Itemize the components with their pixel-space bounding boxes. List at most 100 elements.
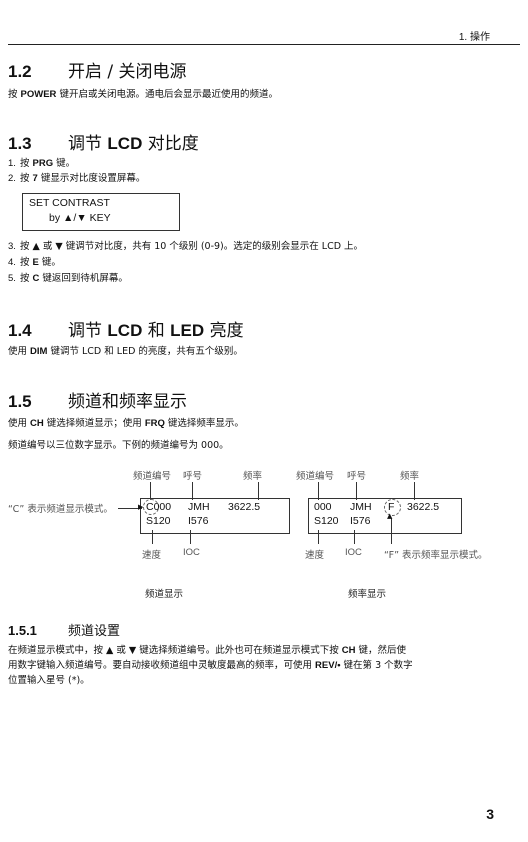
- frequency-mode-note: “F” 表示频率显示模式。: [384, 550, 488, 561]
- section-title-bold: LCD: [107, 134, 143, 153]
- page-number: 3: [486, 806, 494, 822]
- section-1-5-1-heading: 1.5.1 频道设置: [8, 620, 120, 639]
- section-title: 亮度: [204, 321, 244, 341]
- text: 键。: [53, 158, 76, 169]
- section-1-5-line-1: 使用 CH 键选择频道显示；使用 FRQ 键选择频率显示。: [8, 417, 244, 431]
- label-frequency: 频率: [400, 471, 420, 482]
- leader-line: [192, 482, 193, 500]
- header-rule: [8, 44, 520, 45]
- lcd-speed: S120: [314, 515, 339, 527]
- label-channel-number: 频道编号: [133, 471, 172, 482]
- section-1-4-text: 使用 DIM 键调节 LCD 和 LED 的亮度，共有五个级别。: [8, 345, 243, 359]
- leader-line: [152, 530, 153, 544]
- leader-line: [118, 508, 142, 509]
- text: 按: [20, 158, 33, 169]
- mode-indicator-circle: [143, 499, 159, 515]
- section-title: 对比度: [142, 134, 199, 154]
- step-3: 3. 按 ▲ 或 ▼ 键调节对比度，共有 10 个级别 (0-9)。选定的级别会显…: [8, 240, 363, 254]
- section-1-5-heading: 1.5 频道和频率显示: [8, 387, 187, 412]
- text: 按: [20, 273, 33, 284]
- section-number: 1.5: [8, 392, 32, 411]
- section-title: 调节: [68, 321, 108, 341]
- text: 按 ▲ 或 ▼ 键调节对比度，共有 10 个级别 (0-9)。选定的级别会显示在…: [20, 241, 364, 252]
- leader-line: [150, 482, 151, 500]
- step-number: 1.: [8, 158, 16, 169]
- section-title-bold: LED: [170, 321, 205, 340]
- key-name: POWER: [20, 89, 57, 100]
- section-1-3-heading: 1.3 调节 LCD 对比度: [8, 129, 199, 154]
- channel-mode-note: “C” 表示频道显示模式。: [8, 504, 113, 515]
- lcd-channel: 000: [314, 501, 332, 513]
- step-number: 3.: [8, 241, 16, 252]
- caption-frequency-display: 频率显示: [348, 589, 387, 600]
- leader-line: [258, 482, 259, 500]
- step-number: 5.: [8, 273, 16, 284]
- section-1-2-heading: 1.2 开启 / 关闭电源: [8, 57, 187, 82]
- text: 用数字键输入频道编号。要自动接收频道组中灵敏度最高的频率，可使用: [8, 660, 316, 671]
- leader-line: [318, 482, 319, 500]
- section-1-5-1-line-1: 在频道显示模式中，按 ▲ 或 ▼ 键选择频道编号。此外也可在频道显示模式下按 C…: [8, 644, 406, 658]
- section-title-bold: LCD: [107, 321, 143, 340]
- step-4: 4.按 E 键。: [8, 256, 61, 270]
- text: 键选择频道显示；使用: [43, 418, 145, 429]
- lcd-contrast-screen: SET CONTRAST by ▲/▼ KEY: [22, 193, 180, 231]
- leader-line: [190, 530, 191, 544]
- section-number: 1.5.1: [8, 623, 37, 638]
- caption-channel-display: 频道显示: [145, 589, 184, 600]
- lcd-speed: S120: [146, 515, 171, 527]
- section-1-5-line-2: 频道编号以三位数字显示。下例的频道编号为 000。: [8, 440, 229, 451]
- lcd-callsign: JMH: [188, 501, 210, 513]
- section-title: 开启 / 关闭电源: [68, 62, 187, 82]
- key-name: FRQ: [144, 418, 165, 429]
- label-ioc: IOC: [183, 547, 200, 558]
- label-speed: 速度: [142, 550, 162, 561]
- text: 使用: [8, 346, 31, 357]
- section-title: 调节: [68, 134, 108, 154]
- lcd-channel: C000: [146, 501, 172, 513]
- section-title: 频道和频率显示: [68, 392, 187, 412]
- key-name: CH: [30, 418, 44, 429]
- text: 使用: [8, 418, 31, 429]
- text: 键。: [38, 257, 61, 268]
- label-ioc: IOC: [345, 547, 362, 558]
- leader-line: [318, 530, 319, 544]
- step-2: 2.按 7 键显示对比度设置屏幕。: [8, 172, 145, 186]
- leader-line: [414, 482, 415, 500]
- lcd-line-2: by ▲/▼ KEY: [49, 212, 111, 224]
- section-number: 1.3: [8, 134, 32, 153]
- step-number: 2.: [8, 173, 16, 184]
- text: 键选择频率显示。: [164, 418, 244, 429]
- lcd-frequency: 3622.5: [407, 501, 440, 513]
- arrow-up-icon: ▲: [387, 512, 393, 520]
- label-channel-number: 频道编号: [296, 471, 335, 482]
- lcd-ioc: I576: [350, 515, 371, 527]
- key-name: DIM: [30, 346, 48, 357]
- leader-line: [356, 482, 357, 500]
- key-name: REV/•: [315, 660, 341, 671]
- section-title: 和: [142, 321, 171, 341]
- section-number: 1.2: [8, 62, 32, 81]
- text: 键显示对比度设置屏幕。: [37, 173, 146, 184]
- key-name: PRG: [32, 158, 54, 169]
- text: 键开启或关闭电源。通电后会显示最近使用的频道。: [56, 89, 278, 100]
- lcd-mode-flag: F: [388, 501, 395, 513]
- key-name: CH: [341, 645, 356, 656]
- lcd-frequency: 3622.5: [228, 501, 261, 513]
- text: 在频道显示模式中，按 ▲ 或 ▼ 键选择频道编号。此外也可在频道显示模式下按: [8, 645, 342, 656]
- lcd-line-1: SET CONTRAST: [29, 197, 110, 209]
- label-speed: 速度: [305, 550, 325, 561]
- leader-line: [354, 530, 355, 544]
- step-1: 1. 按 PRG 键。: [8, 157, 75, 171]
- key-name: C: [32, 273, 40, 284]
- lcd-callsign: JMH: [350, 501, 372, 513]
- section-title: 频道设置: [68, 624, 121, 639]
- section-number: 1.4: [8, 321, 32, 340]
- step-number: 4.: [8, 257, 16, 268]
- channel-display-lcd: [140, 498, 290, 534]
- chapter-label: 1. 操作: [458, 32, 490, 43]
- mode-indicator-circle: [384, 499, 401, 516]
- frequency-display-lcd: [308, 498, 462, 534]
- section-1-5-1-line-2: 用数字键输入频道编号。要自动接收频道组中灵敏度最高的频率，可使用 REV/• 键…: [8, 659, 413, 673]
- label-callsign: 呼号: [183, 471, 203, 482]
- lcd-ioc: I576: [188, 515, 209, 527]
